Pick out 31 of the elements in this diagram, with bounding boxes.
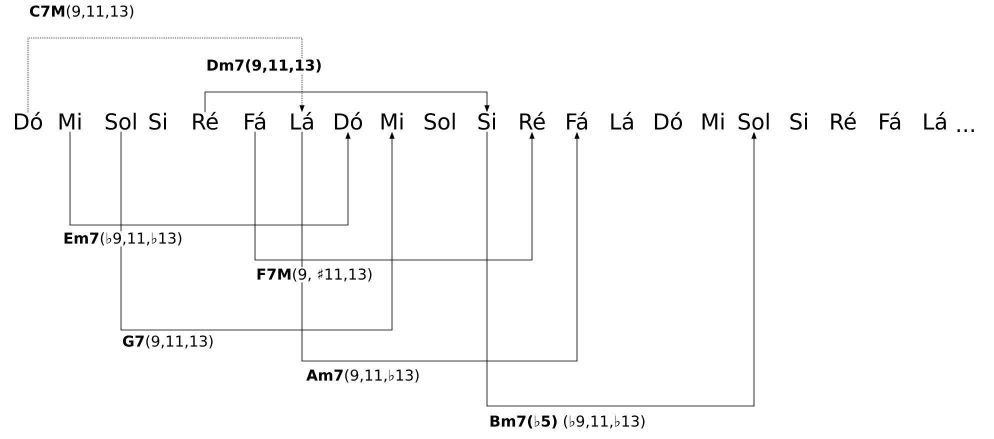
edge-label: Em7(♭9,11,♭13) — [62, 231, 184, 247]
edge-label: F7M(9, ♯11,13) — [255, 267, 374, 283]
edge-label: C7M(9,11,13) — [28, 4, 136, 20]
note-text: Sol — [738, 112, 769, 130]
note-text: Fá — [245, 112, 266, 130]
note-text: Mi — [382, 112, 402, 130]
note-text: Si — [478, 112, 495, 130]
note-text: Mi — [702, 112, 724, 130]
ellipsis-text: ... — [958, 129, 974, 132]
note-text: Fá — [880, 112, 900, 130]
note-text: Lá — [611, 112, 633, 130]
note-text: Ré — [831, 112, 856, 130]
note-text: Ré — [193, 112, 218, 130]
note-text: Sol — [106, 112, 136, 130]
edge-label: G7(9,11,13) — [121, 334, 215, 350]
arrow — [204, 92, 490, 113]
note-text: Ré — [520, 112, 545, 130]
edge-label: Am7(9,11,♭13) — [305, 368, 421, 384]
note-text: Dó — [14, 112, 42, 130]
note-text: Lá — [924, 112, 946, 130]
edge-label: Bm7(♭5) (♭9,11,♭13) — [488, 414, 647, 430]
edge-label: Dm7(9,11,13) — [205, 58, 324, 74]
note-text: Si — [790, 112, 807, 130]
note-text: Lá — [291, 112, 313, 130]
note-text: Sol — [424, 112, 455, 130]
arrow — [28, 38, 305, 113]
note-text: Dó — [654, 112, 682, 130]
note-text: Dó — [334, 112, 362, 130]
note-text: Mi — [60, 112, 80, 130]
note-text: Fá — [567, 112, 588, 130]
note-text: Si — [149, 112, 166, 130]
